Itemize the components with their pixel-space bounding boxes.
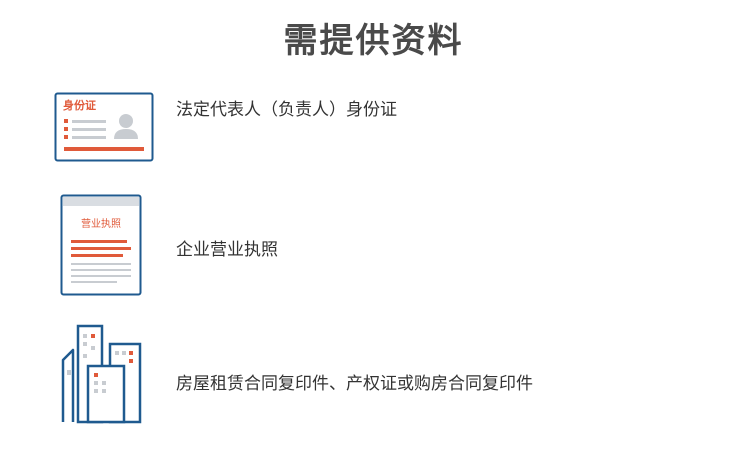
item-label-house-documents: 房屋租赁合同复印件、产权证或购房合同复印件	[176, 374, 533, 394]
license-icon-text: 营业执照	[81, 217, 121, 230]
page-title: 需提供资料	[283, 21, 464, 61]
item-label-business-license: 企业营业执照	[176, 240, 278, 260]
item-label-id-card: 法定代表人（负责人）身份证	[176, 100, 397, 120]
business-license-icon: 营业执照	[60, 194, 142, 296]
id-card-icon-text: 身份证	[63, 98, 96, 112]
id-card-icon: 身份证	[54, 92, 154, 162]
buildings-icon	[60, 322, 144, 424]
